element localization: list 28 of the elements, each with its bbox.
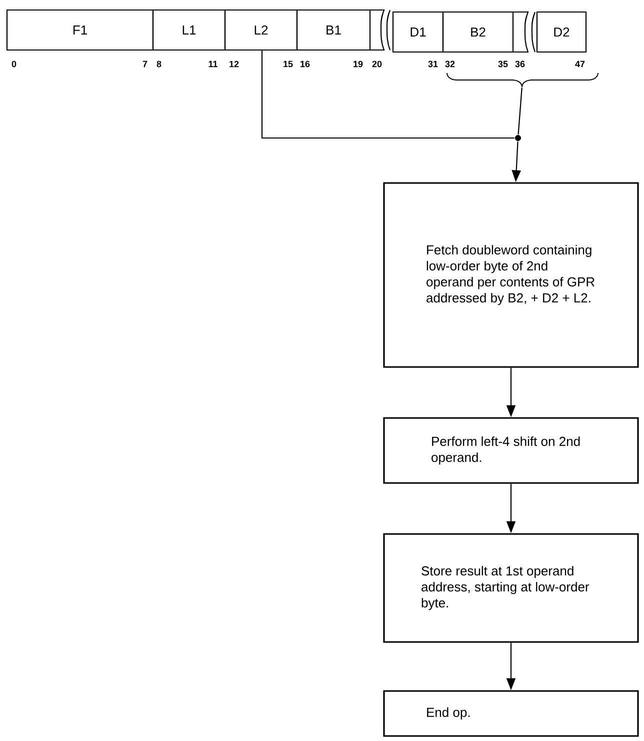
field-box: D1	[392, 11, 444, 53]
bit-number: 31	[428, 60, 438, 68]
connector-line	[518, 88, 522, 134]
brace	[446, 72, 598, 88]
field-box: B2	[442, 11, 514, 53]
bit-number: 20	[372, 60, 382, 68]
process-box: Perform left-4 shift on 2nd operand.	[383, 417, 639, 484]
connector-line	[261, 50, 514, 139]
bit-number: 16	[300, 60, 310, 68]
process-box: End op.	[383, 690, 639, 737]
bit-number: 36	[515, 60, 525, 68]
bit-number: 11	[208, 60, 218, 68]
field-box: B1	[296, 9, 371, 51]
bit-number: 32	[445, 60, 455, 68]
bit-number: 47	[575, 60, 585, 68]
field-box: L2	[224, 9, 298, 51]
process-box: Fetch doubleword containing low-order byte of 2nd operand per contents of GPR addressed by B2, + D2 + L2.	[383, 182, 639, 368]
field-box: F1	[6, 9, 154, 51]
field-box: D2	[536, 11, 587, 53]
bit-number: 12	[230, 60, 239, 68]
bit-number: 15	[284, 60, 293, 68]
field-box: L1	[152, 9, 226, 51]
bit-number: 19	[354, 60, 363, 68]
bit-number: 8	[156, 60, 162, 68]
bit-number: 7	[142, 60, 148, 68]
bit-number: 0	[12, 60, 16, 68]
bit-number: 35	[498, 60, 508, 68]
process-box: Store result at 1st operand address, starting at low-order byte.	[383, 533, 639, 643]
